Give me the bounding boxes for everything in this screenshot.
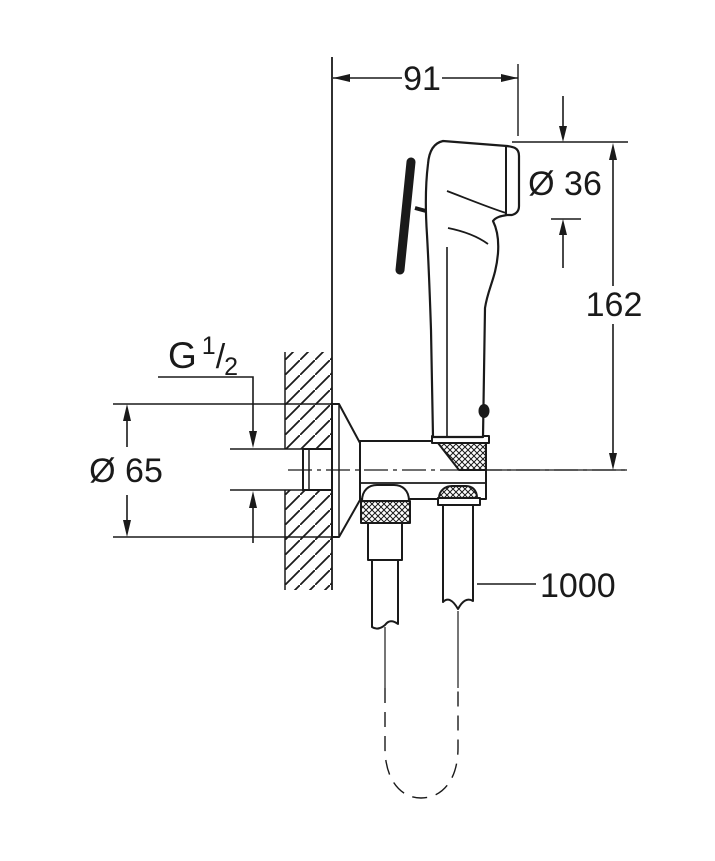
- ext-lines: [113, 403, 332, 538]
- head-handle-outline: [424, 139, 521, 439]
- dim-label-91: 91: [403, 60, 441, 98]
- dim-label-65: Ø 65: [89, 452, 163, 490]
- arrow-bottom: [559, 219, 567, 235]
- trigger-pivot: [414, 206, 427, 213]
- handle-hook-nub: [478, 404, 490, 418]
- wall-hatch-upper: [285, 352, 332, 449]
- arrow-top: [123, 404, 131, 421]
- knob-dome: [361, 484, 410, 502]
- shower-hose: [442, 504, 474, 610]
- knob-knurl-band: [360, 500, 411, 524]
- dim-label-36: Ø 36: [528, 165, 602, 203]
- arrow-top: [609, 143, 617, 160]
- trigger-lever: [395, 157, 416, 275]
- arrow-down: [249, 431, 257, 448]
- arrow-left: [333, 74, 350, 82]
- arrow-up: [249, 491, 257, 508]
- dim-hose-length-1000: 1000: [477, 567, 616, 605]
- dim-height-162: 162: [586, 143, 643, 470]
- dim-escutcheon-diameter-65: Ø 65: [89, 403, 332, 538]
- dim-head-diameter-36: Ø 36: [512, 96, 628, 268]
- arrow-bottom: [123, 520, 131, 537]
- head-contour-upper: [446, 190, 507, 214]
- hose-loop: [384, 611, 459, 799]
- sprayer-head: [395, 139, 521, 439]
- head-contour-lower: [447, 227, 489, 245]
- dim-label-162: 162: [586, 286, 643, 324]
- dim-label-1000: 1000: [540, 567, 616, 605]
- wall-section: [284, 57, 333, 590]
- wall-hatch-lower: [285, 490, 332, 590]
- arrow-bottom: [609, 453, 617, 470]
- leader-line: [158, 376, 254, 431]
- left-hose: [371, 559, 399, 630]
- arrow-top: [559, 126, 567, 142]
- hose-connector: [437, 485, 481, 610]
- knob-collar: [367, 522, 403, 561]
- connector-dome: [438, 485, 478, 499]
- connector-flange: [437, 497, 481, 506]
- thread-ext-lines: [230, 448, 302, 491]
- arrow-right: [501, 74, 518, 82]
- dim-mount-depth-91: 91: [333, 60, 519, 136]
- shutoff-knob: [360, 484, 411, 630]
